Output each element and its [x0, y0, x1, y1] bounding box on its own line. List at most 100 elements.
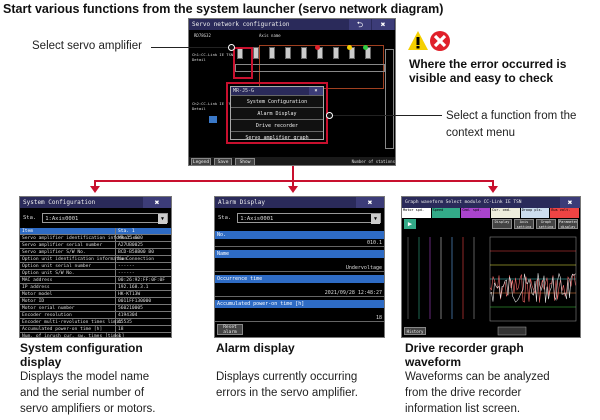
warning-icon [347, 45, 352, 50]
channel-tab[interactable]: Motor spd. [402, 208, 432, 218]
waveform-series [489, 273, 576, 303]
table-row: Option unit serial number------ [20, 263, 171, 270]
cell-value: 560210005 [118, 306, 143, 311]
servo-amplifier-icon[interactable] [349, 47, 355, 59]
alarm-field-label: Accumulated power-on time [h] [215, 300, 384, 308]
axis-name-label: Axis name [259, 33, 281, 38]
close-button[interactable]: ✖ [356, 197, 384, 208]
cell-value: 18 [118, 327, 124, 332]
cell-value: BCD-B58B00 B0 [118, 250, 154, 255]
cell-value: 65535 [118, 320, 132, 325]
station-label: Sta. [218, 215, 232, 221]
cell-item: Servo amplifier S/W No. [20, 249, 116, 255]
drive-recorder-screen: Graph waveform Select module CC-Link IE … [401, 196, 581, 338]
column-header: Sta. 1 [118, 229, 135, 234]
graph-toolbar-button[interactable]: Axis setting [514, 219, 534, 229]
graph-toolbar-button[interactable]: Parameter display [558, 219, 578, 229]
screen-title: System Configuration [23, 199, 96, 206]
legend-button[interactable]: Legend [191, 158, 211, 165]
scroll-thumb [497, 326, 527, 336]
cell-value: ------ [118, 271, 135, 276]
history-button[interactable]: History [404, 327, 426, 335]
screen-title: Servo network configuration [192, 21, 290, 28]
servo-amplifier-icon[interactable] [365, 47, 371, 59]
cell-value: 00:26:92:FF:0F:0F [118, 278, 166, 283]
scrollbar[interactable] [385, 49, 394, 149]
table-row: Option unit S/W No.------ [20, 270, 171, 277]
table-row: Servo amplifier identification informati… [20, 235, 171, 242]
show-all-button[interactable]: Show all [235, 158, 255, 165]
waveform-graph [407, 236, 577, 336]
cell-item: IP address [20, 284, 116, 290]
menu-item-system-configuration[interactable]: System Configuration [231, 95, 323, 107]
channel-tab[interactable]: Droop pls. [520, 208, 551, 218]
detail-button[interactable] [209, 116, 217, 123]
graph-toolbar-button[interactable]: Graph setting [536, 219, 556, 229]
servo-amplifier-icon[interactable] [253, 47, 259, 59]
servo-amplifier-icon[interactable] [285, 47, 291, 59]
servo-amplifier-icon[interactable] [269, 47, 275, 59]
status-ok-icon [363, 45, 368, 50]
close-icon[interactable]: ✖ [309, 87, 323, 95]
cell-value: A27UB0025 [118, 243, 143, 248]
cell-value: 192.168.3.1 [118, 285, 149, 290]
close-button[interactable]: ✖ [372, 19, 394, 30]
arrow-down-icon [90, 186, 100, 193]
cell-item: Encoder multi-revolution times limit [22, 319, 122, 325]
waveform-series [489, 272, 576, 303]
alarm-field-value: 18 [215, 314, 384, 322]
menu-item-servo-amplifier-graph[interactable]: Servo amplifier graph [231, 131, 323, 143]
station-select[interactable]: 1:Axis0001 [237, 213, 381, 224]
arrow-down-icon [288, 186, 298, 193]
back-button[interactable]: ⮌ [349, 19, 371, 30]
cell-value: 4194304 [118, 313, 138, 318]
close-button[interactable]: ✖ [560, 197, 580, 208]
channel-tab[interactable]: Bus volt. [550, 208, 580, 218]
alarm-field-label: Name [215, 250, 384, 258]
channel-tab[interactable]: Cmd. spd. [461, 208, 492, 218]
cell-item: Encoder resolution [20, 312, 116, 318]
cell-item: Servo amplifier identification informati… [22, 235, 139, 241]
servo-amplifier-icon[interactable] [333, 47, 339, 59]
system-configuration-screen: System Configuration ✖ Sta. 1:Axis0001 Ite… [19, 196, 172, 338]
selected-servo-highlight[interactable] [233, 47, 253, 79]
cell-item: Option unit S/W No. [20, 270, 116, 276]
reset-alarm-button[interactable]: Reset alarm [217, 324, 243, 335]
servo-amplifier-icon[interactable] [317, 47, 323, 59]
alarm-field-value: Undervoltage [215, 264, 384, 272]
station-select[interactable]: 1:Axis0001 [42, 213, 168, 224]
play-icon[interactable]: ▶ [404, 219, 416, 229]
save-button[interactable]: Save [214, 158, 232, 165]
cell-item: Motor model [20, 291, 116, 297]
cell-value: 1 [118, 334, 121, 338]
cell-item: MAC address [20, 277, 116, 283]
table-row: Accumulated power-on time [h]18 [20, 326, 171, 333]
menu-item-alarm-display[interactable]: Alarm Display [231, 107, 323, 119]
station-label: Sta. [23, 215, 37, 221]
channel-tab[interactable]: Speed [431, 208, 462, 218]
context-menu-title: MR-J5-G [233, 88, 255, 94]
graph-toolbar-button[interactable]: Display [492, 219, 512, 229]
alarm-field-label: No. [215, 231, 384, 239]
screen-title: Graph waveform Select module CC-Link IE … [405, 200, 522, 205]
alarm-field-label: Occurrence time [215, 275, 384, 283]
alarm-field-value: 010.1 [215, 239, 384, 247]
cell-item: Option unit serial number [20, 263, 116, 269]
cell-value: HK-KT13W [118, 292, 141, 297]
servo-amplifier-icon[interactable] [301, 47, 307, 59]
menu-item-drive-recorder[interactable]: Drive recorder [231, 119, 323, 131]
channel-tab[interactable]: Cur. cmd. [491, 208, 521, 218]
close-button[interactable]: ✖ [143, 197, 171, 208]
warning-error-icons [408, 31, 450, 51]
